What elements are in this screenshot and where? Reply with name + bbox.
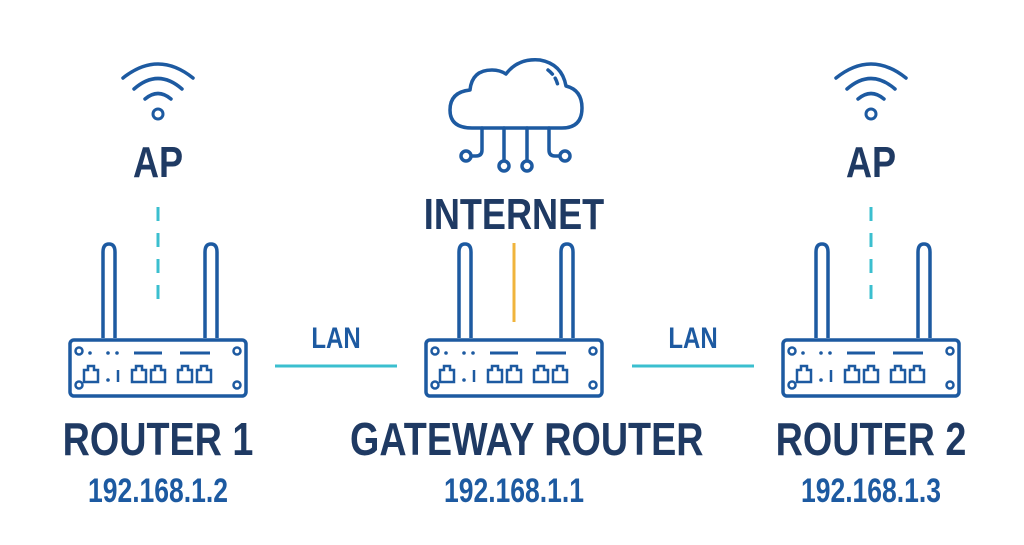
wifi-icon [121,62,195,121]
internet-label: INTERNET [423,190,605,239]
gateway-router-ip: 192.168.1.1 [443,472,585,510]
ap-label-left: AP [132,138,184,187]
router2-ip: 192.168.1.3 [800,472,942,510]
ap-label-right: AP [845,138,897,187]
gateway-router-name: GATEWAY ROUTER [350,413,704,465]
wifi-icon [834,62,908,121]
lan-label-2: LAN [668,322,718,355]
lan-label-1: LAN [311,322,361,355]
cloud-network-icon [448,58,584,173]
router1-ip: 192.168.1.2 [87,472,229,510]
router1-name: ROUTER 1 [62,413,254,465]
router2-name: ROUTER 2 [775,413,967,465]
